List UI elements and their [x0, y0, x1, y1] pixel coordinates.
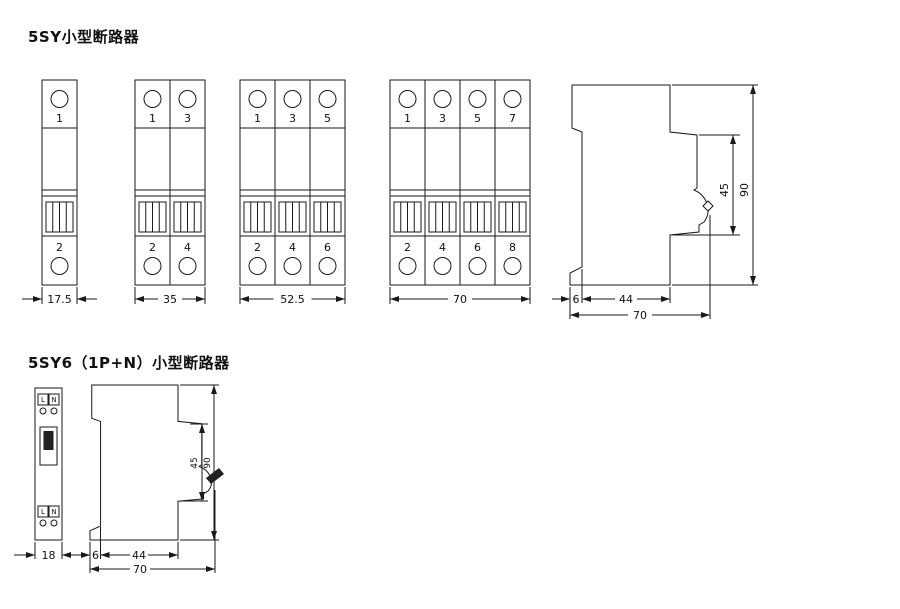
terminal-screw — [398, 257, 417, 275]
terminal-number: 2 — [56, 241, 63, 254]
terminal-screw — [433, 90, 452, 108]
terminal-number: 1 — [149, 112, 156, 125]
terminal-number: 1 — [404, 112, 411, 125]
terminal-screw — [50, 90, 69, 108]
width-dimension-label: 17.5 — [47, 293, 72, 306]
terminal-screw — [283, 257, 302, 275]
dim-front-height-1pn: 45 — [190, 457, 200, 468]
terminal-screw — [50, 257, 69, 275]
front-views: 1 2 17.5 1 2 3 4 35 1 2 3 4 5 6 52.5 1 2 3 4 5 6 7 8 70 — [22, 79, 531, 306]
width-dimension-label: 52.5 — [280, 293, 305, 306]
dim-body-depth-1pn: 44 — [132, 549, 146, 562]
front-view-1pn: L N L N 18 — [14, 387, 83, 562]
terminal-number: 4 — [439, 241, 446, 254]
terminal-screw — [248, 90, 267, 108]
terminal-screw — [318, 257, 337, 275]
section1-title: 5SY小型断路器 — [28, 28, 140, 46]
handle-tip-marker — [703, 201, 713, 211]
dim-total-height-1pn: 90 — [203, 457, 213, 469]
breaker-front-3p: 1 2 3 4 5 6 52.5 — [239, 79, 346, 306]
toggle-switch — [43, 431, 54, 450]
terminal-number: 6 — [324, 241, 331, 254]
terminal-number: 5 — [474, 112, 481, 125]
terminal-screw — [318, 90, 337, 108]
breaker-front-4p: 1 2 3 4 5 6 7 8 70 — [389, 79, 531, 306]
dim-body-depth: 44 — [619, 293, 633, 306]
terminal-screw — [178, 257, 197, 275]
terminal-screw — [178, 90, 197, 108]
terminal-number: 1 — [254, 112, 261, 125]
dim-total-depth: 70 — [633, 309, 647, 322]
dimension-drawing-1pn: L N L N 18 — [14, 384, 224, 576]
section2-title: 5SY6（1P+N）小型断路器 — [28, 354, 230, 372]
terminal-screw — [143, 257, 162, 275]
terminal-screw — [398, 90, 417, 108]
terminal-screw — [503, 90, 522, 108]
side-view-1p: 45 90 6 44 70 — [552, 84, 758, 322]
dim-rail-offset: 6 — [573, 293, 580, 306]
dim-front-height: 45 — [718, 183, 731, 197]
terminal-label-N-bottom: N — [51, 508, 56, 516]
terminal-screw — [248, 257, 267, 275]
terminal-screw — [468, 90, 487, 108]
terminal-number: 6 — [474, 241, 481, 254]
terminal-number: 5 — [324, 112, 331, 125]
width-dimension-label: 70 — [453, 293, 467, 306]
terminal-screw — [283, 90, 302, 108]
terminal-screw — [143, 90, 162, 108]
terminal-screw — [433, 257, 452, 275]
dim-total-height: 90 — [738, 183, 751, 197]
terminal-label-L-bottom: L — [41, 508, 45, 516]
breaker-front-2p: 1 2 3 4 35 — [134, 79, 206, 306]
terminal-number: 2 — [404, 241, 411, 254]
terminal-number: 8 — [509, 241, 516, 254]
dim-rail-offset-1pn: 6 — [92, 549, 99, 562]
dim-width-1pn: 18 — [42, 549, 56, 562]
width-dimension-label: 35 — [163, 293, 177, 306]
terminal-number: 4 — [184, 241, 191, 254]
terminal-screw — [503, 257, 522, 275]
terminal-number: 2 — [254, 241, 261, 254]
terminal-number: 4 — [289, 241, 296, 254]
dim-total-depth-1pn: 70 — [133, 563, 147, 576]
breaker-front-1p: 1 2 17.5 — [22, 79, 97, 306]
terminal-number: 7 — [509, 112, 516, 125]
terminal-number: 2 — [149, 241, 156, 254]
terminal-number: 1 — [56, 112, 63, 125]
terminal-number: 3 — [289, 112, 296, 125]
terminal-screw — [468, 257, 487, 275]
breaker-side-profile — [570, 85, 713, 285]
terminal-number: 3 — [184, 112, 191, 125]
terminal-label-N-top: N — [51, 396, 56, 404]
side-view-1pn: 45 90 6 44 70 — [72, 384, 224, 576]
terminal-number: 3 — [439, 112, 446, 125]
terminal-label-L-top: L — [41, 396, 45, 404]
